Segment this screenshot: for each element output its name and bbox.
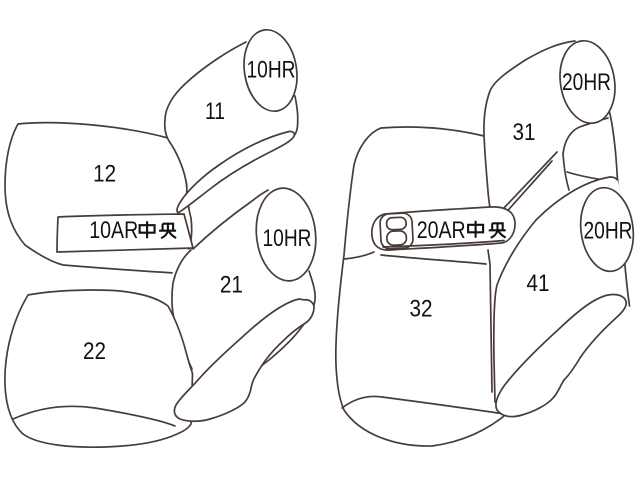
svg-text:20AR: 20AR [417,217,466,244]
svg-text:10HR: 10HR [247,57,296,84]
svg-text:22: 22 [83,338,106,365]
svg-text:10HR: 10HR [263,225,312,252]
svg-text:11: 11 [205,98,225,125]
svg-text:20HR: 20HR [584,218,633,245]
svg-text:32: 32 [410,296,433,323]
svg-text:12: 12 [93,160,116,187]
svg-text:31: 31 [513,119,536,146]
svg-text:20HR: 20HR [562,69,611,96]
svg-text:21: 21 [220,272,243,299]
svg-text:41: 41 [527,270,550,297]
svg-text:10AR: 10AR [89,217,138,244]
